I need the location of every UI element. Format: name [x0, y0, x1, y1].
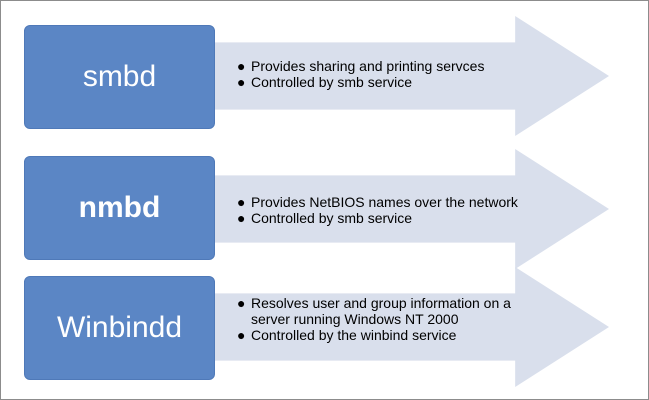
bullet-item: ●Provides sharing and printing servces	[237, 58, 485, 74]
bullet-dot-icon: ●	[237, 194, 246, 210]
label-box-nmbd: nmbd	[24, 156, 215, 260]
bullet-list-smbd: ●Provides sharing and printing servces ●…	[237, 58, 567, 90]
label-nmbd: nmbd	[78, 191, 161, 224]
bullet-list-winbindd: ●Resolves user and group information on …	[237, 295, 547, 343]
bullet-item: ●Provides NetBIOS names over the network	[237, 194, 518, 210]
label-winbindd: Winbindd	[56, 311, 183, 344]
bullet-item: ●Resolves user and group information on …	[237, 295, 511, 327]
bullet-list-nmbd: ●Provides NetBIOS names over the network…	[237, 194, 567, 226]
bullet-item: ●Controlled by the winbind service	[237, 327, 457, 343]
bullet-dot-icon: ●	[237, 295, 246, 311]
bullet-dot-icon: ●	[237, 58, 246, 74]
label-box-winbindd: Winbindd	[24, 276, 215, 380]
label-smbd: smbd	[82, 60, 157, 93]
label-box-smbd: smbd	[24, 25, 215, 129]
bullet-dot-icon: ●	[237, 327, 246, 343]
bullet-dot-icon: ●	[237, 74, 246, 90]
bullet-item: ●Controlled by smb service	[237, 210, 413, 226]
bullet-item: ●Controlled by smb service	[237, 74, 413, 90]
bullet-dot-icon: ●	[237, 210, 246, 226]
